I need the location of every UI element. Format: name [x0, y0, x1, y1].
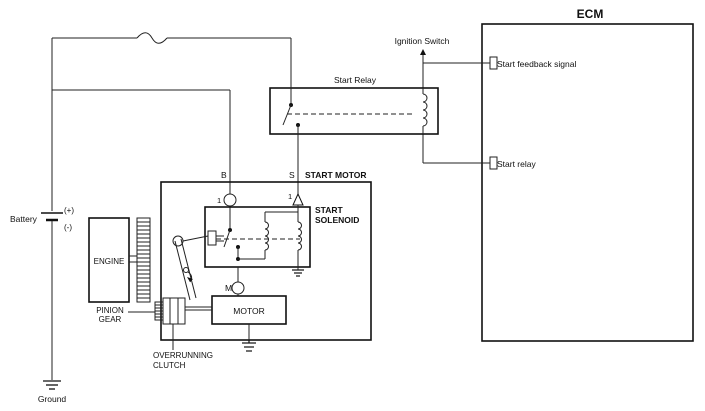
start-relay-port: [489, 156, 498, 170]
start-relay-box: [269, 87, 439, 135]
terminal-s-label: S: [289, 170, 295, 180]
shift-lever: [172, 235, 209, 301]
pin-1-left: 1: [217, 196, 221, 205]
battery-minus: (-): [64, 223, 72, 232]
relay-coil: [422, 93, 428, 127]
start-feedback-label: Start feedback signal: [497, 59, 576, 69]
pinion-gear-label-1: PINION: [96, 306, 124, 315]
terminal-b: [223, 193, 237, 207]
pinion-gear-label-2: GEAR: [99, 315, 122, 324]
start-relay-title: Start Relay: [334, 75, 377, 85]
start-motor-title: START MOTOR: [305, 170, 367, 180]
fuse: [136, 32, 168, 44]
ignition-switch-arrow: [420, 49, 426, 55]
start-solenoid-label-1: START: [315, 205, 344, 215]
motor-label: MOTOR: [233, 306, 264, 316]
plunger: [207, 230, 217, 246]
hold-in-coil: [297, 221, 302, 251]
ecm-box: [481, 23, 694, 342]
start-feedback-port: [489, 56, 498, 70]
pinion-gear: [154, 301, 164, 321]
flywheel: [136, 217, 151, 303]
pin-1-right: 1: [288, 192, 292, 201]
clutch-label-2: CLUTCH: [153, 361, 186, 370]
pull-in-coil: [264, 221, 269, 251]
battery-label: Battery: [10, 214, 38, 224]
overrunning-clutch: [162, 297, 186, 325]
motor-ground: [242, 340, 256, 352]
ignition-switch-label: Ignition Switch: [395, 36, 450, 46]
terminal-b-label: B: [221, 170, 227, 180]
engine-label: ENGINE: [94, 257, 125, 266]
ecm-title: ECM: [577, 7, 604, 21]
solenoid-ground: [292, 267, 304, 277]
ground-label: Ground: [38, 394, 67, 404]
terminal-m: [231, 281, 245, 295]
battery-plus: (+): [64, 206, 74, 215]
start-motor-box: [160, 181, 372, 341]
clutch-label-1: OVERRUNNING: [153, 351, 213, 360]
terminal-m-label: M: [225, 283, 232, 293]
start-relay-port-label: Start relay: [497, 159, 536, 169]
start-solenoid-label-2: SOLENOID: [315, 215, 359, 225]
engine-box: [88, 217, 130, 303]
start-solenoid-box: [204, 206, 311, 268]
terminal-s: [292, 192, 304, 206]
ground-symbol: [43, 380, 61, 390]
